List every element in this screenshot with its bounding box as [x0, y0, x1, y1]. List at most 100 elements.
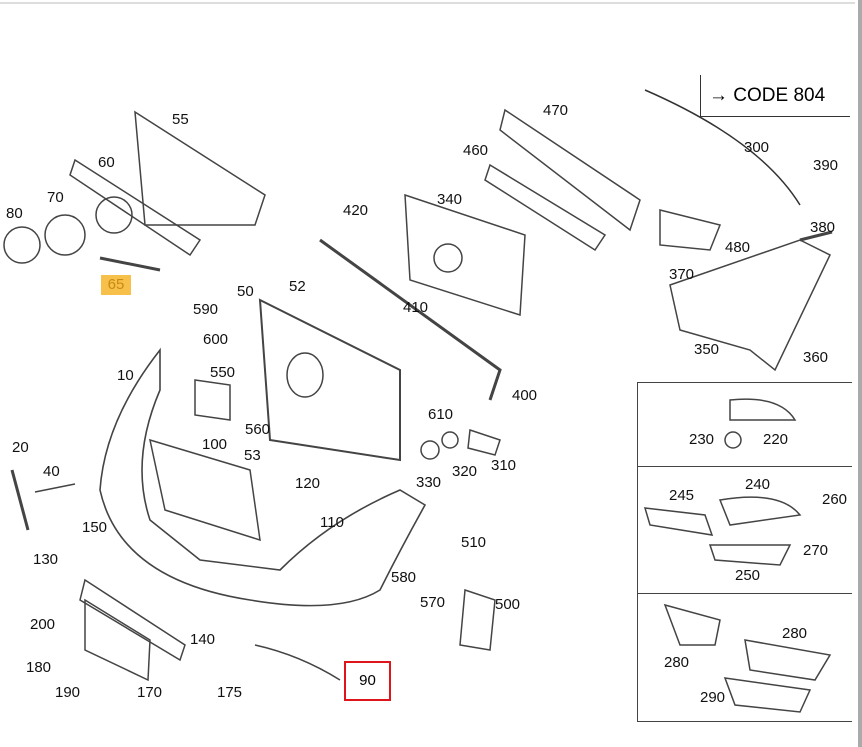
part-label[interactable]: 100 — [202, 436, 228, 453]
star-emblem-60 — [95, 196, 133, 234]
emblem-70 — [44, 214, 86, 256]
part-label[interactable]: 340 — [437, 191, 463, 208]
part-label[interactable]: 400 — [512, 387, 538, 404]
part-label[interactable]: 560 — [245, 421, 271, 438]
part-320 — [441, 431, 459, 449]
grille-frame-55 — [134, 110, 266, 226]
sensor-550 — [194, 379, 231, 421]
part-label[interactable]: 190 — [55, 684, 81, 701]
part-label[interactable]: 240 — [745, 476, 771, 493]
part-label[interactable]: 200 — [30, 616, 56, 633]
part-label[interactable]: 230 — [689, 431, 715, 448]
part-label[interactable]: 290 — [700, 689, 726, 706]
part-label[interactable]: 320 — [452, 463, 478, 480]
part-label[interactable]: 20 — [12, 439, 29, 456]
part-label[interactable]: 600 — [203, 331, 229, 348]
strip-65 — [99, 256, 161, 272]
grille-50 — [258, 298, 401, 462]
part-label[interactable]: 510 — [461, 534, 487, 551]
part-label[interactable]: 590 — [193, 301, 219, 318]
grille-emblem — [286, 352, 324, 398]
part-label[interactable]: 55 — [172, 111, 189, 128]
part-290 — [723, 677, 812, 713]
part-label[interactable]: 140 — [190, 631, 216, 648]
bumper-opening — [149, 438, 261, 542]
part-40 — [34, 483, 76, 493]
part-220 — [729, 398, 797, 421]
part-label[interactable]: 120 — [295, 475, 321, 492]
part-label[interactable]: 180 — [26, 659, 52, 676]
part-label[interactable]: 410 — [403, 299, 429, 316]
top-border — [0, 2, 855, 4]
wiring-300 — [644, 89, 801, 206]
part-250 — [708, 544, 792, 566]
code-note-text: CODE 804 — [733, 85, 826, 106]
part-label[interactable]: 60 — [98, 154, 115, 171]
part-label[interactable]: 280 — [664, 654, 690, 671]
part-label[interactable]: 10 — [117, 367, 134, 384]
part-label[interactable]: 460 — [463, 142, 489, 159]
absorber-460 — [484, 163, 607, 252]
part-label[interactable]: 110 — [320, 514, 344, 531]
detail-panel-grilles — [637, 593, 852, 722]
part-310 — [467, 428, 501, 456]
part-label-selected[interactable]: 90 — [344, 661, 391, 701]
part-label[interactable]: 610 — [428, 406, 454, 423]
bracket-400 — [319, 238, 502, 401]
part-label[interactable]: 130 — [33, 551, 59, 568]
part-label[interactable]: 280 — [782, 625, 808, 642]
part-label[interactable]: 500 — [495, 596, 521, 613]
part-label[interactable]: 420 — [343, 202, 369, 219]
code-804-note: → CODE 804 — [700, 75, 850, 117]
part-label[interactable]: 50 — [237, 283, 254, 300]
part-label[interactable]: 175 — [217, 684, 243, 701]
part-label[interactable]: 550 — [210, 364, 236, 381]
part-label-highlighted[interactable]: 65 — [101, 275, 131, 295]
part-label[interactable]: 250 — [735, 567, 761, 584]
part-label[interactable]: 580 — [391, 569, 417, 586]
part-label[interactable]: 245 — [669, 487, 695, 504]
part-label[interactable]: 40 — [43, 463, 60, 480]
bracket-480 — [659, 209, 722, 251]
part-label[interactable]: 330 — [416, 474, 442, 491]
part-label[interactable]: 310 — [491, 457, 517, 474]
part-330 — [420, 440, 440, 460]
part-label[interactable]: 220 — [763, 431, 789, 448]
part-label[interactable]: 570 — [420, 594, 446, 611]
part-label[interactable]: 350 — [694, 341, 720, 358]
bracket-500 — [459, 588, 496, 651]
scrollbar[interactable] — [858, 0, 862, 747]
detail-panel-fog-light — [637, 382, 852, 467]
grille-340 — [404, 193, 526, 317]
part-label[interactable]: 270 — [803, 542, 829, 559]
part-230 — [724, 431, 742, 449]
part-label[interactable]: 360 — [803, 349, 829, 366]
part-label[interactable]: 380 — [810, 219, 836, 236]
part-140 — [79, 578, 186, 662]
part-label[interactable]: 260 — [822, 491, 848, 508]
part-label[interactable]: 170 — [137, 684, 163, 701]
part-label[interactable]: 150 — [82, 519, 108, 536]
part-label[interactable]: 470 — [543, 102, 569, 119]
part-20 — [10, 469, 30, 531]
part-label[interactable]: 480 — [725, 239, 751, 256]
grille-60 — [69, 158, 202, 257]
part-label[interactable]: 52 — [289, 278, 306, 295]
part-170 — [84, 598, 151, 682]
emblem-80 — [3, 226, 41, 264]
part-label[interactable]: 370 — [669, 266, 695, 283]
part-label[interactable]: 53 — [244, 447, 261, 464]
part-label[interactable]: 390 — [813, 157, 839, 174]
part-245 — [643, 507, 714, 536]
arrow-right-icon: → — [709, 85, 728, 106]
part-label[interactable]: 70 — [47, 189, 64, 206]
bumper-beam-470 — [499, 108, 641, 232]
part-label[interactable]: 80 — [6, 205, 23, 222]
part-label[interactable]: 300 — [744, 139, 770, 156]
part-240 — [718, 496, 802, 526]
trim-90 — [254, 644, 341, 681]
part-280a — [663, 603, 721, 646]
part-280b — [744, 639, 832, 681]
